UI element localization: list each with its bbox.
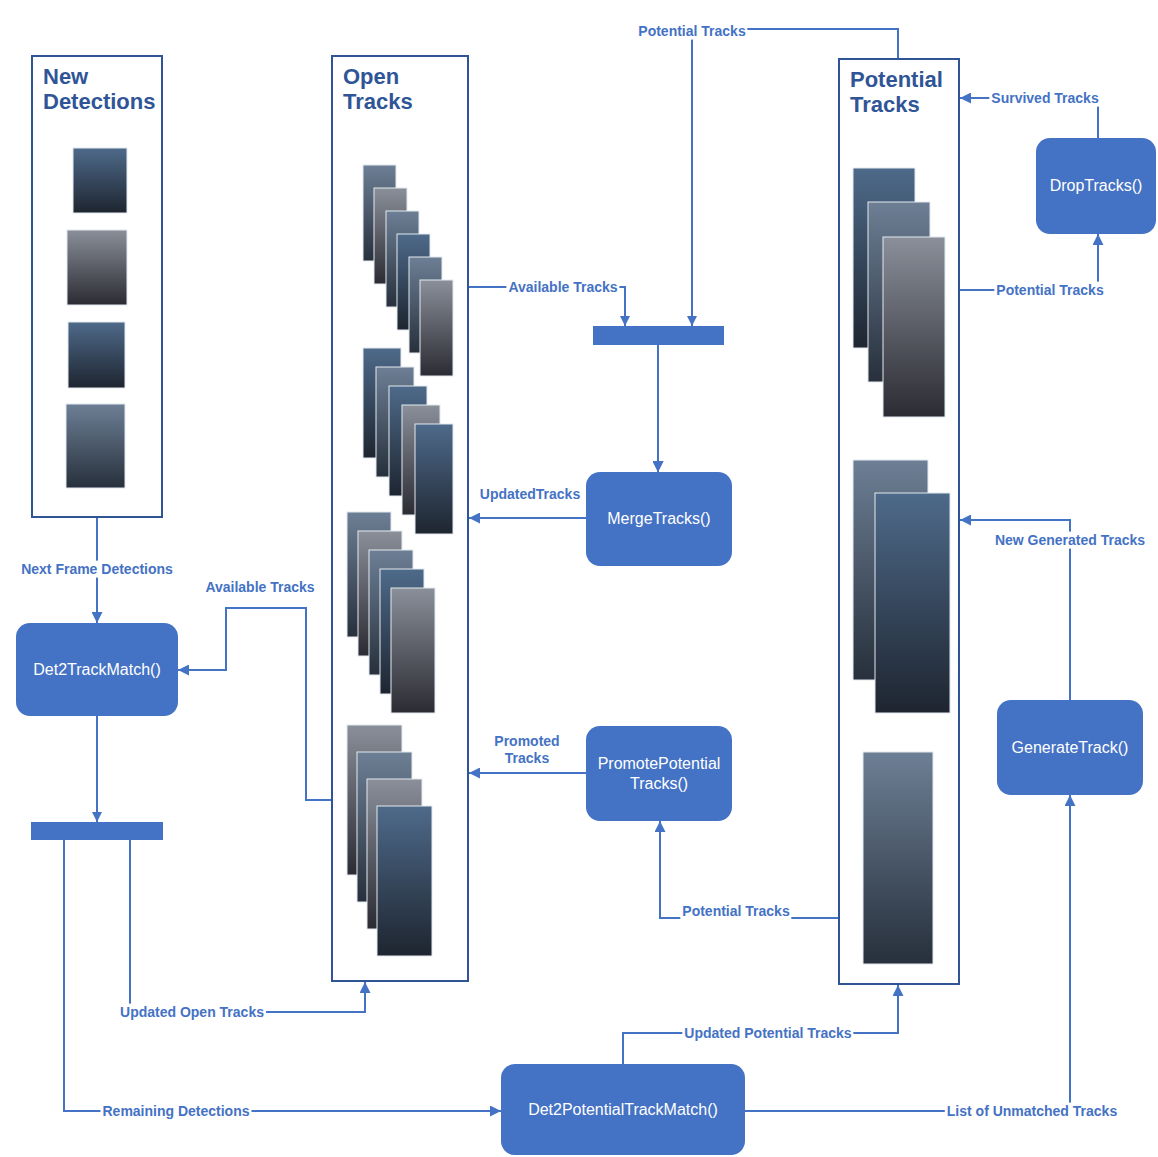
person-thumbnail (73, 148, 127, 213)
process-box: DropTracks() (1036, 138, 1156, 234)
process-label: Det2PotentialTrackMatch() (528, 1100, 718, 1120)
edge-label: Updated Potential Tracks (682, 1025, 853, 1042)
person-thumbnail (68, 322, 125, 388)
panel-heading: Potential Tracks (850, 68, 948, 117)
edge-label: Available Tracks (506, 279, 619, 296)
process-box: PromotePotentialTracks() (586, 726, 732, 821)
connector (97, 716, 365, 1012)
edge-label: Remaining Detections (100, 1103, 251, 1120)
person-thumbnail (863, 752, 933, 964)
process-label: Det2TrackMatch() (33, 660, 160, 680)
connector (623, 985, 898, 1064)
edge-label: New Generated Tracks (993, 532, 1147, 549)
panel-heading: New Detections (43, 65, 151, 114)
edge-label: Next Frame Detections (19, 561, 175, 578)
person-thumbnail (875, 493, 950, 713)
person-thumbnail (391, 588, 435, 713)
edge-label: Available Tracks (203, 579, 316, 596)
track-panel: New Detections (31, 55, 163, 518)
process-label: MergeTracks() (607, 509, 710, 529)
process-label: GenerateTrack() (1012, 738, 1129, 758)
connector (178, 608, 331, 800)
connector (469, 772, 586, 774)
person-thumbnail (66, 404, 125, 488)
process-box: Det2TrackMatch() (16, 623, 178, 716)
person-thumbnail (67, 230, 127, 305)
edge-label: Potential Tracks (994, 282, 1105, 299)
process-label: PromotePotentialTracks() (594, 754, 724, 794)
connector (64, 716, 501, 1111)
track-panel: Potential Tracks (838, 58, 960, 985)
edge-label: List of Unmatched Tracks (945, 1103, 1119, 1120)
panel-heading: Open Tracks (343, 65, 457, 114)
person-thumbnail (883, 237, 945, 417)
process-box: GenerateTrack() (997, 700, 1143, 795)
connector (745, 795, 1070, 1111)
edge-label: Potential Tracks (636, 23, 747, 40)
process-box: MergeTracks() (586, 472, 732, 566)
edge-label: Updated Open Tracks (118, 1004, 266, 1021)
connector (469, 287, 658, 472)
edge-label: UpdatedTracks (478, 486, 582, 503)
edge-label: Survived Tracks (989, 90, 1100, 107)
person-thumbnail (415, 424, 453, 534)
edge-label: Promoted Tracks (485, 733, 569, 767)
process-label: DropTracks() (1050, 176, 1143, 196)
track-panel: Open Tracks (331, 55, 469, 982)
edge-label: Potential Tracks (680, 903, 791, 920)
person-thumbnail (420, 280, 453, 376)
person-thumbnail (377, 806, 432, 956)
connector (469, 517, 586, 519)
process-box: Det2PotentialTrackMatch() (501, 1064, 745, 1155)
